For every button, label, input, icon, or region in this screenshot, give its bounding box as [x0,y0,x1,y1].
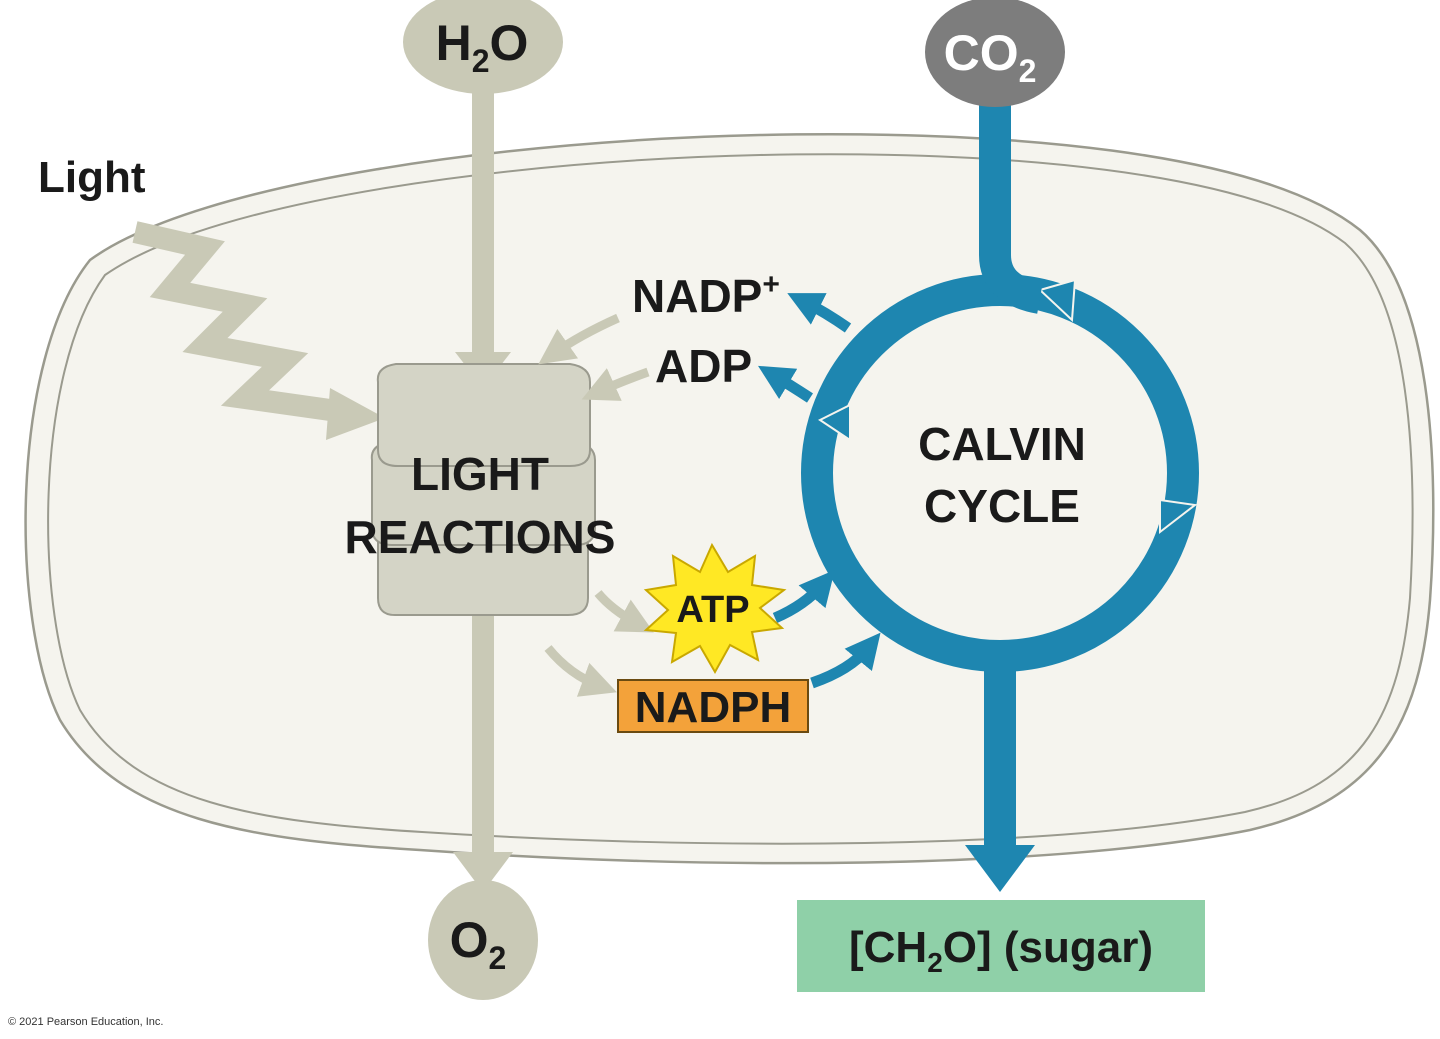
atp-starburst-icon [643,542,787,675]
nadp-plus-label: NADP+ [632,268,780,322]
co2-arrow [979,100,1044,314]
nadp-to-light-arrow [538,313,620,365]
adp-label: ADP [655,340,752,392]
light-to-atp-arrow [594,590,654,633]
light-reactions-line1: LIGHT [411,448,549,500]
sugar-arrowhead [965,845,1035,892]
adp-to-light-arrow [581,367,650,401]
light-label: Light [38,153,146,202]
oxygen-arrowhead [453,852,513,892]
chloroplast-outer-membrane [24,133,1435,865]
cycle-to-nadp-arrow [787,293,852,333]
oxygen-node: O2 [428,880,538,1000]
calvin-chevron-left [818,403,851,442]
light-to-nadph-arrow [544,645,617,697]
nadph-to-cycle-arrow [810,632,881,689]
light-reactions-line2: REACTIONS [345,511,616,563]
light-ray-arrowhead [326,388,385,440]
water-label: H2O [436,15,529,79]
carbon-dioxide-label: CO2 [944,25,1037,89]
calvin-cycle-line1: CALVIN [918,418,1086,470]
nadph-node: NADPH [617,679,809,733]
copyright-text: © 2021 Pearson Education, Inc. [8,1016,163,1028]
calvin-chevron-right [1159,498,1198,535]
water-node: H2O [403,0,563,94]
cycle-to-adp-arrow [758,365,813,403]
sugar-label: [CH2O] (sugar) [849,923,1153,978]
atp-node: ATP [643,542,787,675]
carbon-dioxide-node: CO2 [925,0,1065,107]
atp-to-cycle-arrow [772,569,835,624]
thylakoid-stack [370,363,596,616]
atp-label: ATP [676,589,749,631]
calvin-cycle-line2: CYCLE [924,480,1080,532]
chloroplast-inner-membrane [47,153,1414,845]
light-ray-icon [132,221,332,421]
calvin-chevron-top [1038,278,1077,323]
sugar-node: [CH2O] (sugar) [797,900,1205,992]
nadph-label: NADPH [635,683,791,732]
oxygen-label: O2 [450,912,507,976]
